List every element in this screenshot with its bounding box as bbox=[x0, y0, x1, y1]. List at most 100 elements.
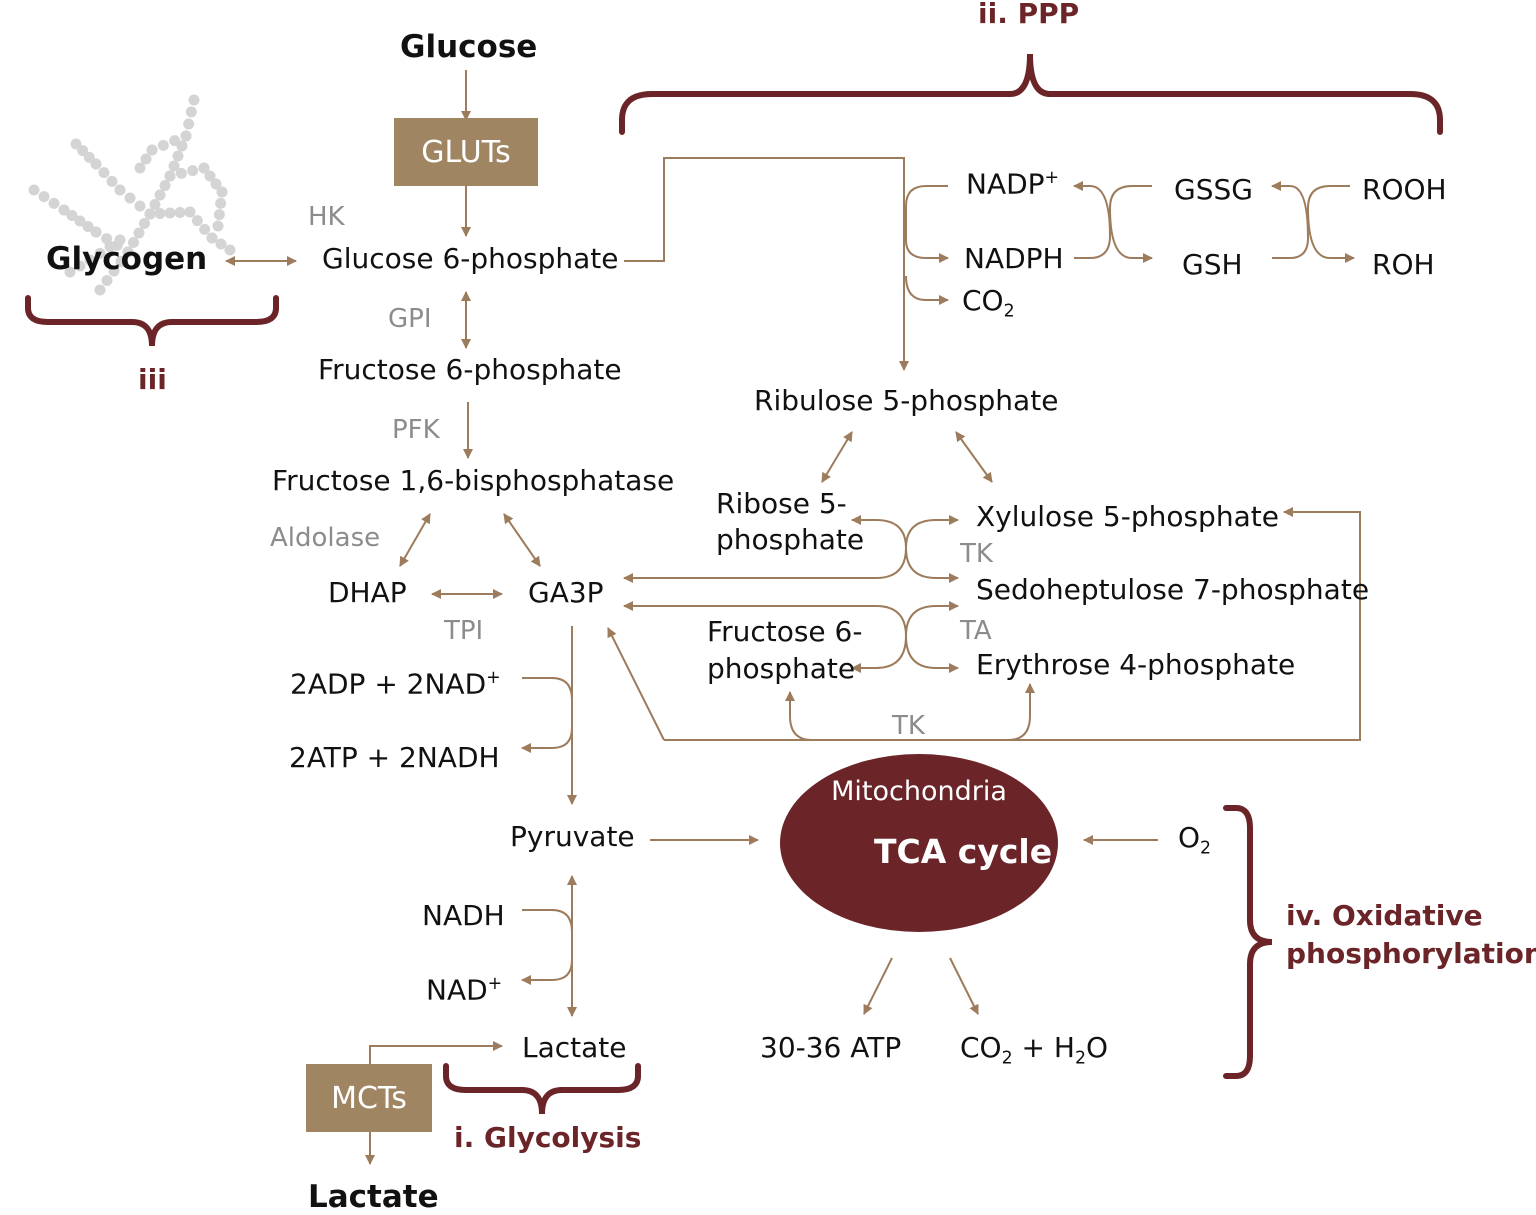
glycogen-bead bbox=[114, 234, 126, 246]
enzyme-tpi: TPI bbox=[444, 616, 484, 646]
glycogen-bead bbox=[204, 170, 216, 182]
glycogen-bead bbox=[122, 246, 134, 258]
glycogen-bead bbox=[115, 256, 127, 267]
glycogen-bead bbox=[90, 158, 102, 170]
section-oxphos-line1: iv. Oxidative bbox=[1286, 899, 1483, 932]
glycogen-bead bbox=[215, 197, 227, 209]
brace-ppp bbox=[619, 53, 1443, 135]
glycogen-bead bbox=[169, 135, 181, 147]
glycogen-bead bbox=[101, 275, 113, 286]
glycogen-bead bbox=[164, 170, 176, 182]
ribulose-5-phosphate: Ribulose 5-phosphate bbox=[754, 384, 1059, 417]
brace-glycogen bbox=[25, 295, 279, 347]
fructose-6-phosphate-ppp-line2: phosphate bbox=[707, 652, 856, 685]
arrow-nadph-nadp bbox=[1073, 181, 1112, 259]
lactate-extracellular: Lactate bbox=[308, 1179, 439, 1215]
mcts-label: MCTs bbox=[331, 1080, 407, 1116]
lactate-intracellular: Lactate bbox=[522, 1031, 627, 1064]
section-glycogen: iii bbox=[138, 363, 167, 396]
enzyme-gpi: GPI bbox=[388, 304, 432, 334]
glycogen-bead bbox=[149, 199, 161, 210]
glycogen-bead bbox=[215, 238, 227, 250]
erythrose-4-phosphate: Erythrose 4-phosphate bbox=[976, 648, 1296, 681]
adp-nad-input: 2ADP + 2NAD+ bbox=[290, 667, 501, 701]
enzyme-tk-lower: TK bbox=[892, 711, 925, 741]
glycogen-bead bbox=[187, 165, 199, 177]
arrow-ta-sedo bbox=[905, 601, 959, 637]
glycogen-bead bbox=[175, 167, 187, 179]
nadp-plus: NADP+ bbox=[966, 167, 1060, 201]
brace-oxphos bbox=[1223, 805, 1273, 1079]
arrow-adp-atp bbox=[521, 677, 573, 753]
sedoheptulose-7-phosphate: Sedoheptulose 7-phosphate bbox=[976, 573, 1370, 606]
glycogen-bead bbox=[157, 139, 169, 151]
glycogen-bead bbox=[199, 223, 211, 235]
glycogen-molecule-icon bbox=[28, 94, 236, 296]
glycogen-bead bbox=[70, 138, 82, 150]
mcts-box: MCTs bbox=[306, 1064, 432, 1132]
tca-cycle-label: TCA cycle bbox=[874, 832, 1053, 871]
arrow-nadp-nadph bbox=[905, 185, 949, 263]
glycogen-bead bbox=[184, 206, 196, 218]
glycogen-bead bbox=[134, 200, 146, 212]
glucose-label: Glucose bbox=[400, 29, 538, 65]
arrow-mcts-lactate bbox=[369, 1041, 503, 1064]
nadph: NADPH bbox=[964, 242, 1064, 275]
gluts-label: GLUTs bbox=[421, 134, 511, 170]
arrow-tk-sedo bbox=[905, 547, 959, 583]
glycogen-bead bbox=[154, 208, 166, 219]
enzyme-hk: HK bbox=[308, 202, 345, 232]
glycogen-bead bbox=[146, 144, 158, 156]
arrow-xylulose-loop bbox=[664, 507, 1361, 741]
glycogen-bead bbox=[106, 175, 118, 187]
glycogen-bead bbox=[164, 207, 176, 219]
glycogen-bead bbox=[84, 254, 96, 266]
glycogen-bead bbox=[183, 118, 195, 130]
section-oxphos-line2: phosphorylation bbox=[1286, 937, 1536, 970]
glycogen-bead bbox=[216, 186, 228, 198]
enzyme-tk-upper: TK bbox=[960, 539, 993, 569]
dhap: DHAP bbox=[328, 576, 407, 609]
enzyme-pfk: PFK bbox=[392, 415, 440, 445]
glycogen-bead bbox=[168, 160, 180, 172]
arrow-tk-ga3p bbox=[623, 547, 907, 583]
arrow-ta-fructose bbox=[851, 635, 907, 673]
arrow-gssg-gsh bbox=[1108, 185, 1153, 263]
arrow-ribulose-xylulose bbox=[955, 431, 993, 483]
glycogen-bead bbox=[154, 189, 166, 201]
glycogen-label: Glycogen bbox=[46, 241, 208, 277]
arrow-ribulose-ribose bbox=[821, 431, 853, 483]
nad-plus: NAD+ bbox=[426, 973, 503, 1007]
glycogen-bead bbox=[124, 192, 136, 204]
atp-yield: 30-36 ATP bbox=[760, 1031, 902, 1064]
mitochondria-label: Mitochondria bbox=[831, 776, 1007, 807]
ribose-5-phosphate-line1: Ribose 5- bbox=[716, 487, 847, 520]
glycogen-bead bbox=[64, 266, 76, 278]
glycogen-bead bbox=[133, 227, 145, 239]
glycogen-bead bbox=[66, 210, 78, 221]
gsh: GSH bbox=[1182, 248, 1243, 281]
glycogen-bead bbox=[180, 130, 192, 142]
glycogen-bead bbox=[74, 260, 86, 272]
glycogen-bead bbox=[108, 265, 120, 277]
glycogen-bead bbox=[38, 191, 50, 203]
arrow-rooh-roh bbox=[1306, 185, 1355, 263]
glycogen-bead bbox=[224, 244, 236, 256]
ga3p: GA3P bbox=[528, 576, 604, 609]
glycogen-bead bbox=[74, 215, 86, 227]
gluts-box: GLUTs bbox=[394, 118, 538, 186]
glucose-6-phosphate: Glucose 6-phosphate bbox=[322, 242, 619, 275]
arrow-g6p-ppp bbox=[624, 157, 909, 371]
glycogen-bead bbox=[28, 184, 40, 196]
glycogen-bead bbox=[140, 153, 152, 165]
arrow-tca-co2 bbox=[949, 957, 979, 1015]
roh: ROH bbox=[1372, 248, 1435, 281]
arrow-f16bp-ga3p bbox=[503, 513, 541, 567]
glycogen-bead bbox=[134, 162, 146, 174]
glycogen-bead bbox=[213, 209, 225, 221]
arrow-tk-erythrose-lower bbox=[910, 683, 1035, 741]
glycogen-bead bbox=[104, 241, 116, 253]
xylulose-5-phosphate: Xylulose 5-phosphate bbox=[976, 500, 1279, 533]
brace-glycolysis bbox=[443, 1063, 641, 1115]
